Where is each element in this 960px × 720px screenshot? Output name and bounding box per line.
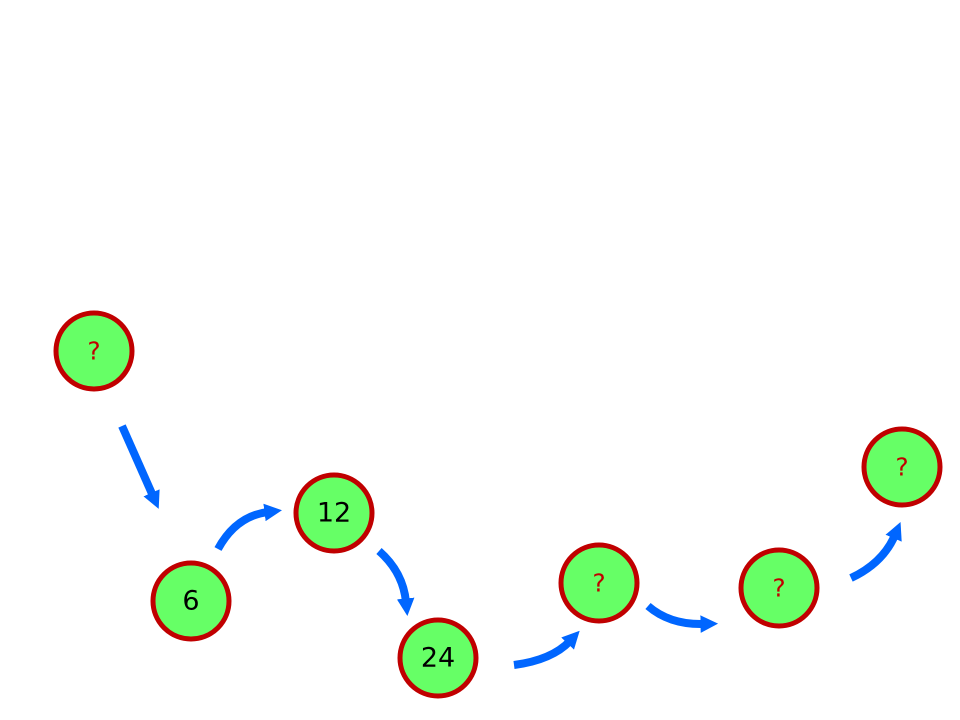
arrows xyxy=(118,424,902,669)
sequence-node-3: 12 xyxy=(293,472,375,554)
arrow-3-to-4 xyxy=(376,547,415,617)
sequence-node-5: ? xyxy=(558,542,640,624)
sequence-node-7: ? xyxy=(861,426,943,508)
sequence-node-6: ? xyxy=(738,547,820,629)
node-label: ? xyxy=(895,453,908,482)
node-circle xyxy=(738,547,820,629)
node-circle xyxy=(861,426,943,508)
arrow-5-to-6 xyxy=(645,602,719,633)
sequence-node-1: ? xyxy=(53,310,135,392)
node-label: 6 xyxy=(182,586,199,617)
node-label: 24 xyxy=(421,643,455,674)
node-label: 12 xyxy=(317,498,351,529)
arrow-1-to-2 xyxy=(118,424,160,509)
node-label: ? xyxy=(87,337,100,366)
node-circle xyxy=(397,617,479,699)
node-circle xyxy=(53,310,135,392)
arrow-4-to-5 xyxy=(513,630,580,669)
sequence-node-4: 24 xyxy=(397,617,479,699)
sequence-node-2: 6 xyxy=(150,560,232,642)
node-circle xyxy=(558,542,640,624)
arrow-6-to-7 xyxy=(849,522,902,582)
arrow-2-to-3 xyxy=(214,503,282,551)
node-label: ? xyxy=(592,569,605,598)
node-circle xyxy=(293,472,375,554)
node-label: ? xyxy=(772,574,785,603)
node-circle xyxy=(150,560,232,642)
